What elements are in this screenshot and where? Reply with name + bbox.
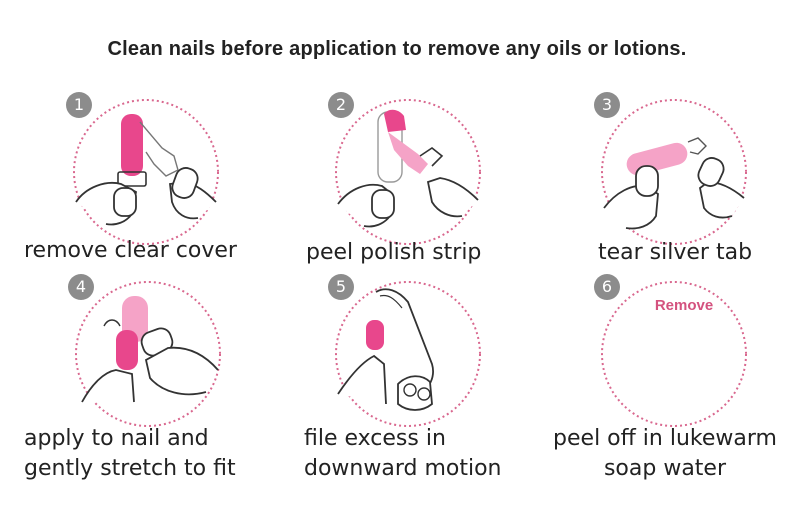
instructions-title: Clean nails before application to remove… (107, 38, 687, 60)
step-4-caption: apply to nail and gently stretch to fit (24, 424, 236, 484)
caption-line: peel polish strip (306, 240, 482, 265)
step-2: 2 (328, 92, 488, 252)
step-5-caption: file excess in downward motion (304, 424, 501, 484)
hand-tearing-tab-icon (601, 99, 747, 245)
caption-line: file excess in (304, 426, 446, 451)
step-number-badge: 4 (68, 274, 94, 300)
step-3: 3 (594, 92, 754, 252)
step-number-badge: 6 (594, 274, 620, 300)
remove-label: Remove (654, 297, 714, 314)
hand-peeling-cover-icon (73, 99, 219, 245)
step-number-badge: 5 (328, 274, 354, 300)
step-1: 1 (66, 92, 226, 252)
caption-line: apply to nail and (24, 426, 209, 451)
step-6-caption: peel off in lukewarm soap water (540, 424, 790, 484)
step-5: 5 (328, 274, 488, 434)
step-2-caption: peel polish strip (306, 238, 481, 268)
hand-applying-strip-icon (75, 281, 221, 427)
caption-line: remove clear cover (24, 238, 237, 263)
caption-line: peel off in lukewarm (553, 426, 777, 451)
caption-line: soap water (603, 456, 727, 481)
step-3-caption: tear silver tab (598, 238, 752, 268)
step-4: 4 (68, 274, 228, 434)
finger-filing-icon (335, 281, 481, 427)
step-number-badge: 2 (328, 92, 354, 118)
caption-line: downward motion (304, 456, 502, 481)
step-number-badge: 3 (594, 92, 620, 118)
step-1-caption: remove clear cover (24, 236, 237, 266)
empty-circle-icon (601, 281, 747, 427)
caption-line: gently stretch to fit (24, 456, 236, 481)
step-6: 6 Remove (594, 274, 754, 434)
step-number-badge: 1 (66, 92, 92, 118)
hand-peeling-strip-icon (335, 99, 481, 245)
caption-line: tear silver tab (598, 240, 753, 265)
